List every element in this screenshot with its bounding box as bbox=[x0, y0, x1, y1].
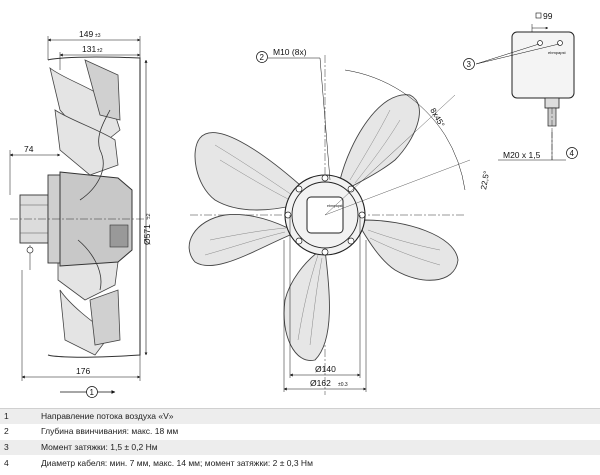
hub-bolt-holes bbox=[284, 174, 366, 256]
angle-8x45-label: 8x45° bbox=[428, 107, 446, 129]
dim-149-label: 149 bbox=[79, 29, 93, 39]
dim-176-label: 176 bbox=[76, 366, 90, 376]
callout-1-marker bbox=[86, 386, 98, 398]
legend-number: 1 bbox=[4, 411, 9, 421]
dim-diameter-tolerance: ±2 bbox=[146, 213, 152, 219]
legend-number: 3 bbox=[4, 442, 9, 452]
legend-row: 2 Глубина ввинчивания: макс. 18 мм bbox=[0, 424, 600, 439]
dim-diameter-label: Ø571 bbox=[142, 224, 152, 245]
legend-row: 3 Момент затяжки: 1,5 ± 0,2 Нм bbox=[0, 440, 600, 455]
terminal-box-view: ebmpapst 99 3 M20 x 1,5 4 bbox=[463, 11, 578, 161]
callout-4: 4 bbox=[570, 149, 575, 158]
legend-row: 4 Диаметр кабеля: мин. 7 мм, макс. 14 мм… bbox=[0, 456, 600, 471]
gland-label: M20 x 1,5 bbox=[503, 150, 541, 160]
dim-149-tolerance: ±3 bbox=[95, 33, 101, 39]
angle-22-5-label: 22,5° bbox=[479, 170, 491, 190]
front-view-blades bbox=[188, 94, 459, 361]
dim-74-label: 74 bbox=[24, 144, 34, 154]
callout-1: 1 bbox=[90, 388, 95, 397]
thread-label: M10 (8x) bbox=[273, 47, 307, 57]
terminal-box-body bbox=[511, 31, 575, 99]
dim-99-label: 99 bbox=[543, 11, 553, 21]
dim-131-tolerance: ±2 bbox=[97, 48, 103, 54]
callout-2-marker bbox=[256, 51, 268, 63]
legend-table: 1 Направление потока воздуха «V» 2 Глуби… bbox=[0, 408, 600, 474]
terminal-box-brand: ebmpapst bbox=[548, 50, 566, 55]
callout-4-marker bbox=[566, 147, 578, 159]
front-view: ebmpapst 8x45° 22,5° 2 M10 (8x) Ø140 bbox=[188, 47, 491, 395]
callout-2: 2 bbox=[260, 53, 265, 62]
dim-162-label: Ø162 bbox=[310, 378, 331, 388]
legend-text: Направление потока воздуха «V» bbox=[41, 411, 174, 421]
side-view: 149 ±3 131 ±2 74 176 Ø571 ±2 1 bbox=[9, 29, 152, 398]
legend-row: 1 Направление потока воздуха «V» bbox=[0, 408, 600, 424]
dim-162-tolerance: ±0.3 bbox=[338, 382, 348, 388]
legend-text: Момент затяжки: 1,5 ± 0,2 Нм bbox=[41, 442, 158, 452]
dim-131-label: 131 bbox=[82, 44, 96, 54]
side-view-blades bbox=[49, 59, 121, 356]
callout-3: 3 bbox=[467, 60, 472, 69]
legend-text: Диаметр кабеля: мин. 7 мм, макс. 14 мм; … bbox=[41, 458, 313, 468]
dim-140-label: Ø140 bbox=[315, 364, 336, 374]
legend-number: 2 bbox=[4, 426, 9, 436]
legend-text: Глубина ввинчивания: макс. 18 мм bbox=[41, 426, 179, 436]
callout-3-marker bbox=[463, 58, 475, 70]
legend-number: 4 bbox=[4, 458, 9, 468]
side-view-motor bbox=[19, 171, 133, 270]
fan-technical-drawing: 149 ±3 131 ±2 74 176 Ø571 ±2 1 bbox=[9, 11, 578, 398]
